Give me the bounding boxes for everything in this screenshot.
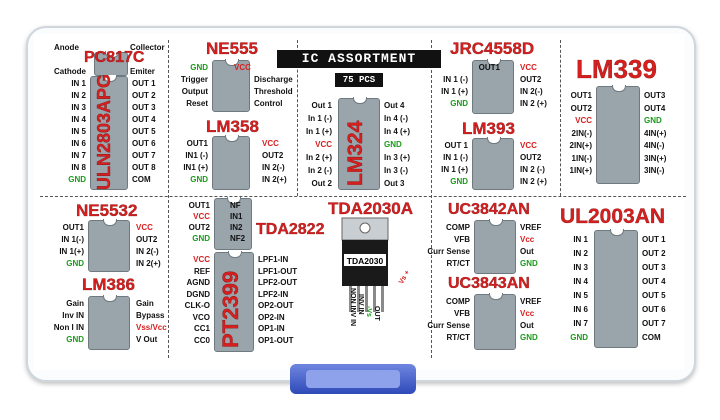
uc3843-title: UC3843AN <box>448 275 530 292</box>
ne555-chip <box>212 59 250 112</box>
uc3842-chip <box>474 219 516 274</box>
lead <box>357 286 360 312</box>
jrc4558-chip <box>472 59 514 114</box>
pc817c-title: PC817C <box>84 49 145 66</box>
divider <box>560 40 561 196</box>
tda2030-pin-1: NON INV IN <box>349 288 356 327</box>
uln2803-title: ULN2803APG <box>94 73 114 190</box>
lead <box>349 286 352 312</box>
ne555-title: NE555 <box>206 39 258 58</box>
uc3842-title: UC3842AN <box>448 201 530 218</box>
lm358-title: LM358 <box>206 117 259 136</box>
lm386-chip <box>88 295 130 350</box>
case-latch-grip <box>306 370 400 388</box>
tda2030-title: TDA2030A <box>328 199 414 218</box>
divider <box>168 40 169 358</box>
assortment-label <box>34 34 684 370</box>
ne5532-chip <box>88 219 130 272</box>
ul2003-chip <box>594 229 638 348</box>
lm339-title: LM339 <box>576 54 657 84</box>
lm393-title: LM393 <box>462 119 515 138</box>
header-title: IC ASSORTMENT <box>277 50 441 68</box>
ne5532-title: NE5532 <box>76 201 138 220</box>
divider <box>297 40 298 196</box>
lead <box>381 286 384 312</box>
lm386-title: LM386 <box>82 275 135 294</box>
lm324-title: LM324 <box>344 120 367 186</box>
tda2030-pin-4: OUT <box>373 306 380 321</box>
uln2803-chip <box>90 75 128 190</box>
tda2822-title: TDA2822 <box>256 221 325 238</box>
lead <box>365 286 368 312</box>
pc817c-chip <box>94 51 128 76</box>
pt2399-chip <box>214 251 254 352</box>
divider <box>431 40 432 358</box>
to220-package-icon <box>341 217 389 286</box>
lead <box>373 286 376 312</box>
pt2399-title: PT2399 <box>218 270 243 348</box>
uc3843-chip <box>474 293 516 350</box>
tda2822-chip <box>214 197 252 250</box>
jrc4558-title: JRC4558D <box>450 39 535 58</box>
tda2030-pin-2: INV IN <box>357 294 364 315</box>
divider <box>40 196 686 197</box>
tda2030-pin-3: -Vs <box>365 306 372 317</box>
ul2003-title: UL2003AN <box>560 205 666 228</box>
lm358-chip <box>212 135 250 190</box>
tda2030-body-label: TDA2030 <box>346 256 384 266</box>
header-count: 75 PCS <box>335 73 383 87</box>
lm324-chip <box>338 97 380 190</box>
lm339-chip <box>596 85 640 184</box>
lm393-chip <box>472 137 514 190</box>
